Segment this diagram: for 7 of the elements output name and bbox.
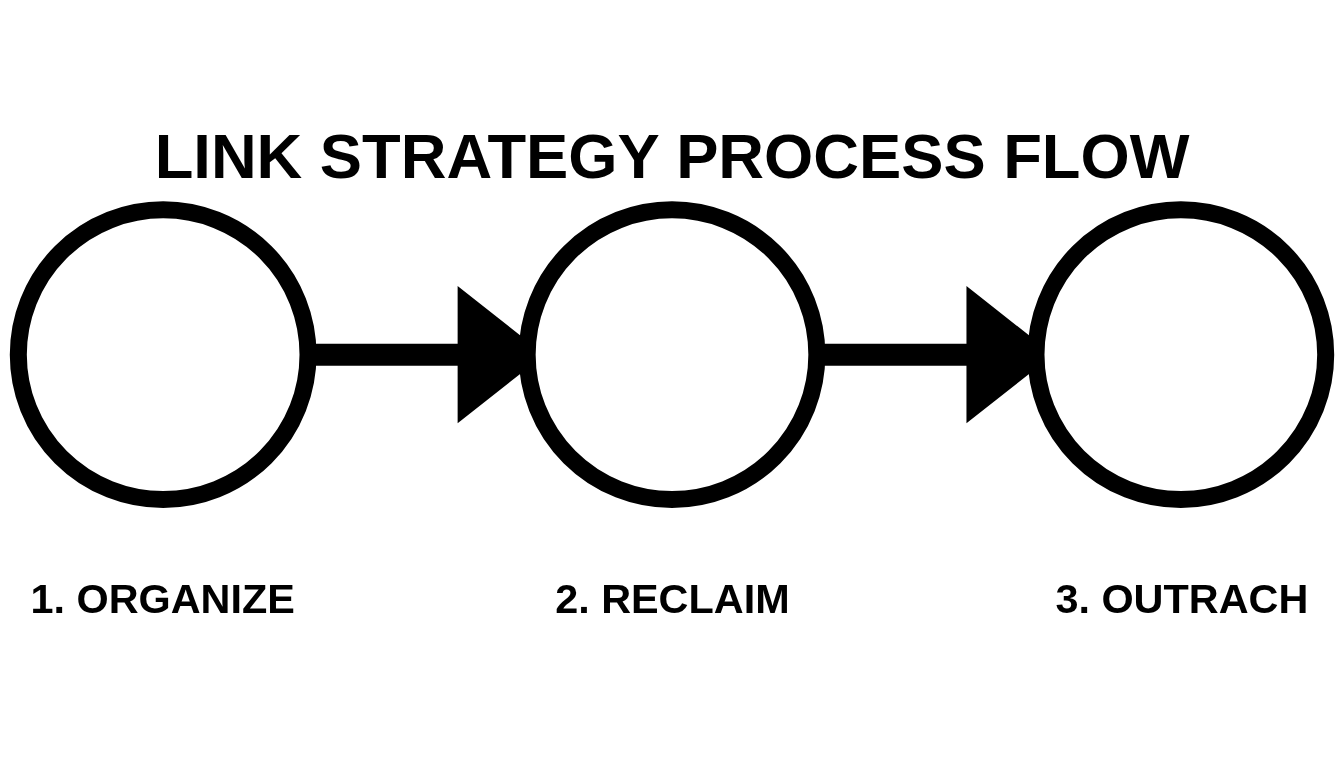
node-label: 1. ORGANIZE xyxy=(30,575,295,622)
diagram-title: LINK STRATEGY PROCESS FLOW xyxy=(154,120,1190,191)
node-circle xyxy=(518,200,826,508)
node-circle xyxy=(1027,200,1335,508)
node-label: 3. OUTRACH xyxy=(1055,575,1309,622)
node-label: 2. RECLAIM xyxy=(555,575,790,622)
node-circle xyxy=(9,200,317,508)
